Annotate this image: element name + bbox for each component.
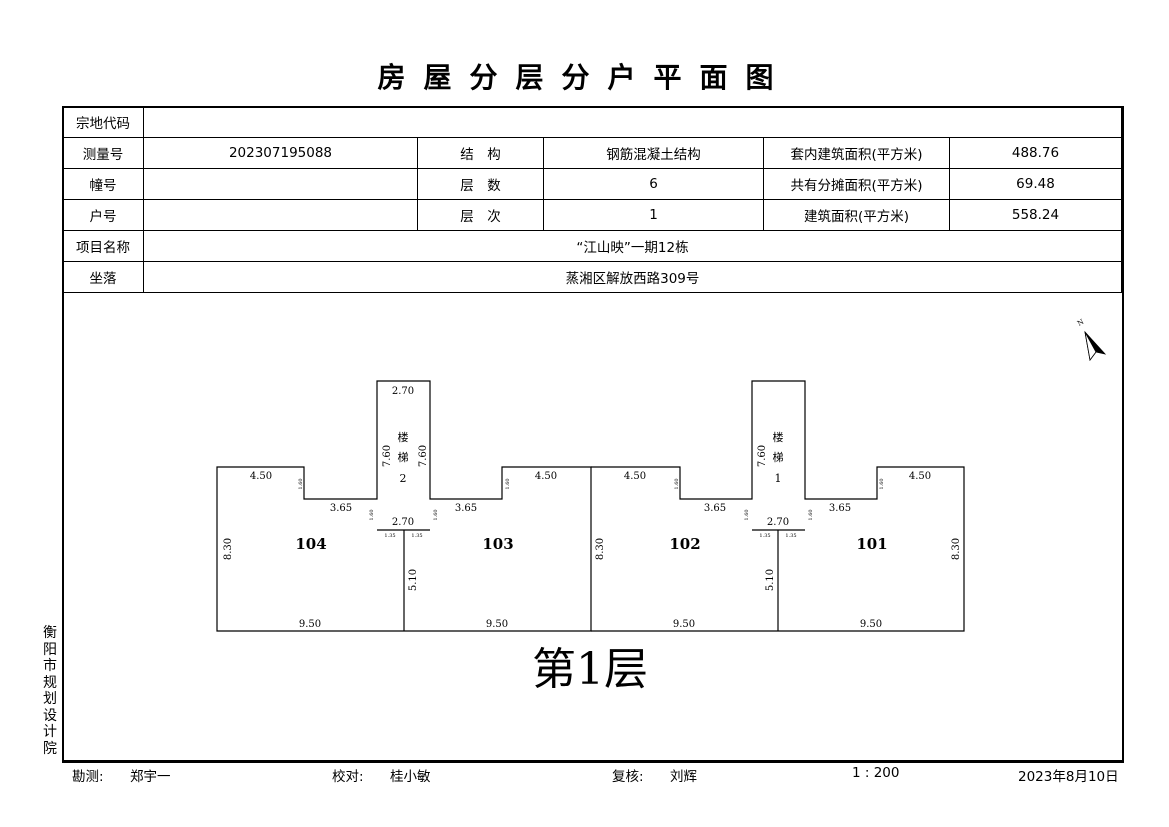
scale: 1 : 200 [852, 765, 900, 781]
surveyor-name: 郑宇一 [130, 769, 171, 785]
dim: 2.70 [767, 517, 789, 528]
dim: 3.65 [704, 503, 726, 514]
dim: 1.60 [433, 509, 439, 520]
unit-101-label: 101 [856, 535, 887, 553]
shared-area-value: 69.48 [949, 168, 1122, 200]
stair-2-label: 楼 [398, 430, 409, 444]
dim: 7.60 [418, 445, 429, 467]
building-area-label: 建筑面积(平方米) [763, 199, 950, 231]
page-title: 房屋分层分户平面图 [377, 61, 792, 94]
dim: 7.60 [382, 445, 393, 467]
dim: 7.60 [757, 445, 768, 467]
dim: 2.70 [392, 517, 414, 528]
dim: 2.70 [392, 386, 414, 397]
dim: 1.35 [411, 533, 422, 539]
dim: 9.50 [299, 619, 321, 630]
inner-area-value: 488.76 [949, 137, 1122, 169]
stair-2-label: 梯 [398, 451, 409, 464]
dim: 4.50 [909, 471, 931, 482]
inner-area-label: 套内建筑面积(平方米) [763, 137, 950, 169]
dim: 5.10 [408, 569, 419, 591]
north-arrow-icon: N [1076, 318, 1107, 361]
dim: 1.60 [674, 478, 680, 489]
floors-value: 6 [543, 168, 764, 200]
reviewer-name: 刘辉 [670, 769, 697, 785]
dim: 1.60 [369, 509, 375, 520]
outline [591, 380, 965, 632]
dim: 1.35 [759, 533, 770, 539]
dim: 3.65 [330, 503, 352, 514]
unit-104-label: 104 [295, 535, 326, 553]
dim: 8.30 [951, 538, 962, 560]
date: 2023年8月10日 [1018, 769, 1119, 785]
dim: 1.60 [505, 478, 511, 489]
building-no-label: 幢号 [62, 168, 144, 200]
north-label: N [1076, 318, 1085, 328]
dim: 9.50 [673, 619, 695, 630]
location-value: 蒸湘区解放西路309号 [143, 261, 1122, 293]
dim: 1.60 [879, 478, 885, 489]
dim: 4.50 [250, 471, 272, 482]
project-label: 项目名称 [62, 230, 144, 262]
survey-no-label: 测量号 [62, 137, 144, 169]
building-no-value [143, 168, 418, 200]
stair-1-label: 梯 [773, 451, 784, 464]
dim: 3.65 [455, 503, 477, 514]
dim: 3.65 [829, 503, 851, 514]
stair-1-label: 楼 [773, 430, 784, 444]
dim: 4.50 [624, 471, 646, 482]
building-area-value: 558.24 [949, 199, 1122, 231]
dim: 8.30 [595, 538, 606, 560]
dim: 4.50 [535, 471, 557, 482]
dim: 1.35 [384, 533, 395, 539]
structure-label: 结 构 [417, 137, 544, 169]
stair-1-number: 1 [775, 472, 782, 485]
dim: 9.50 [486, 619, 508, 630]
checker-name: 桂小敏 [390, 769, 431, 785]
dimension-labels: 2.70 4.50 4.50 4.50 4.50 3.65 3.65 3.65 … [223, 386, 962, 630]
stair-2-number: 2 [400, 472, 407, 485]
dim: 1.60 [298, 478, 304, 489]
unit-103-label: 103 [482, 535, 513, 553]
surveyor-label: 勘测: [72, 769, 104, 785]
floor-label: 第1层 [532, 644, 648, 695]
dim: 1.60 [808, 509, 814, 520]
floor-level-value: 1 [543, 199, 764, 231]
dim: 9.50 [860, 619, 882, 630]
dim: 1.60 [744, 509, 750, 520]
unit-102-label: 102 [669, 535, 700, 553]
institute-name: 衡阳市规划设计院 [43, 625, 57, 757]
dim: 5.10 [765, 569, 776, 591]
dim: 8.30 [223, 538, 234, 560]
checker-label: 校对: [332, 769, 364, 785]
reviewer-label: 复核: [612, 769, 644, 785]
dim: 1.35 [785, 533, 796, 539]
